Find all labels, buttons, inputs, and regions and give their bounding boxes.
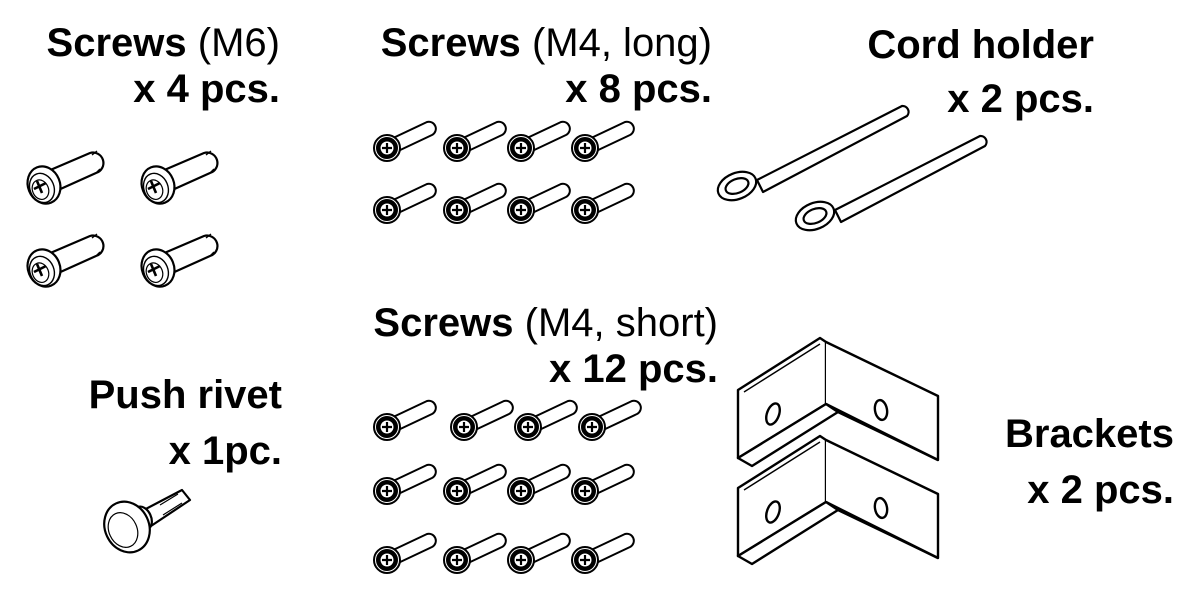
screw-m4-icon [442,463,507,506]
screw-m4-icon [570,120,635,163]
screw-m4-icon [513,399,578,442]
label-screws-m4-short: Screws (M4, short) x 12 pcs. [373,300,718,392]
screw-m4-icon [506,120,571,163]
item-spec: (M6) [197,21,280,65]
screw-m6-icon [20,232,105,293]
screw-m4-icon [570,182,635,225]
item-qty: x 1pc. [168,429,282,473]
screw-m4-icon [506,463,571,506]
item-name: Screws [380,21,521,65]
screw-m4-icon [506,532,571,575]
item-name: Push rivet [88,373,282,417]
label-push-rivet: Push rivet x 1pc. [89,367,282,479]
screw-m4-icon [506,182,571,225]
screw-m4-icon [570,463,635,506]
screw-m6-icon [20,149,105,210]
item-name: Screws [373,301,514,345]
screw-m4-icon [442,182,507,225]
label-brackets: Brackets x 2 pcs. [1005,406,1174,518]
screw-m4-icon [442,120,507,163]
screw-m6-icon [134,149,219,210]
item-qty: x 8 pcs. [565,67,712,111]
item-spec: (M4, long) [531,21,712,65]
screw-m4-icon [372,532,437,575]
item-spec: (M4, short) [524,301,718,345]
item-name: Cord holder [867,23,1094,67]
item-qty: x 4 pcs. [133,67,280,111]
item-qty: x 2 pcs. [1027,468,1174,512]
screw-m6-icon [134,232,219,293]
screw-m4-icon [372,182,437,225]
item-name: Brackets [1004,412,1174,456]
screw-m4-icon [449,399,514,442]
label-screws-m6: Screws (M6) x 4 pcs. [47,20,280,112]
screw-m4-icon [372,463,437,506]
screw-m4-icon [442,532,507,575]
item-qty: x 12 pcs. [548,347,718,391]
screw-m4-icon [570,532,635,575]
item-name: Screws [46,21,187,65]
label-cord-holder: Cord holder x 2 pcs. [867,18,1094,126]
push-rivet-icon [103,488,192,554]
screw-m4-icon [372,399,437,442]
screw-m4-icon [372,120,437,163]
label-screws-m4-long: Screws (M4, long) x 8 pcs. [381,20,712,112]
item-qty: x 2 pcs. [947,77,1094,121]
screw-m4-icon [577,399,642,442]
